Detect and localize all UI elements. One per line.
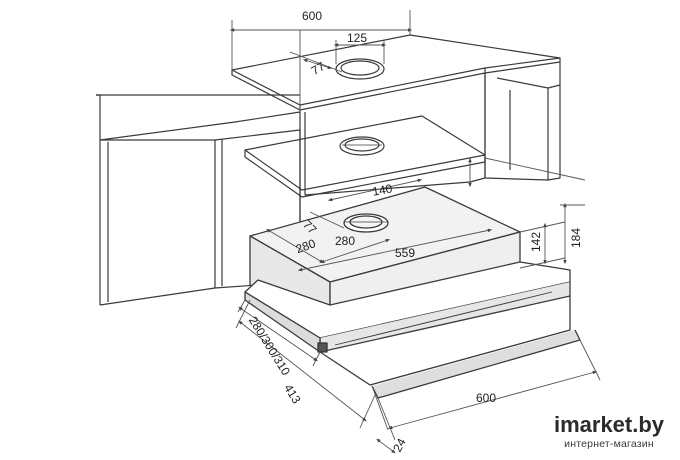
- dim-cabinet-width: 600: [302, 9, 322, 23]
- dim-cutout-diameter: 125: [347, 31, 367, 45]
- dim-hood-side-left: 280: [294, 236, 318, 256]
- dimension-lines: [229, 10, 601, 454]
- dim-total-height: 184: [569, 228, 583, 248]
- dim-hood-width: 559: [395, 246, 415, 260]
- dim-outlet-depth-offset: 140: [371, 181, 393, 198]
- dim-total-depth: 413: [281, 382, 304, 407]
- watermark: imarket.by интернет-магазин: [554, 412, 665, 450]
- watermark-logo: imarket.by: [554, 412, 665, 437]
- watermark-subtitle: интернет-магазин: [564, 438, 654, 450]
- kitchen-cabinets: [96, 34, 561, 306]
- dim-front-width: 600: [476, 391, 496, 405]
- dim-front-thickness: 24: [390, 436, 409, 455]
- hood-body: [244, 186, 581, 399]
- dim-cutout-offset: 77: [309, 59, 328, 78]
- dim-outlet-height: 142: [529, 232, 543, 252]
- dim-hood-side-right: 280: [335, 234, 355, 248]
